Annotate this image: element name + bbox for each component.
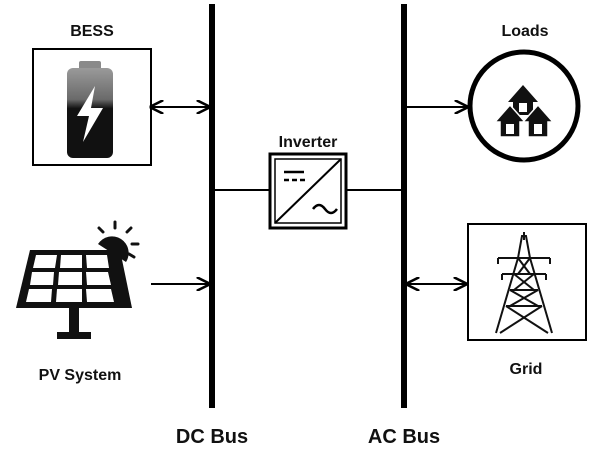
transmission-tower-icon	[467, 223, 587, 341]
bess-label: BESS	[70, 23, 114, 40]
ac-bus-label: AC Bus	[368, 426, 440, 448]
solar-panel-icon	[16, 250, 132, 339]
grid-label: Grid	[510, 361, 543, 378]
loads-label: Loads	[501, 23, 548, 40]
pv-system-label: PV System	[39, 367, 122, 384]
battery-charging-icon	[32, 48, 152, 166]
dc-bus-label: DC Bus	[176, 426, 248, 448]
inverter-label: Inverter	[279, 134, 338, 151]
houses-icon	[467, 49, 581, 163]
dc-ac-inverter-icon	[268, 152, 348, 230]
